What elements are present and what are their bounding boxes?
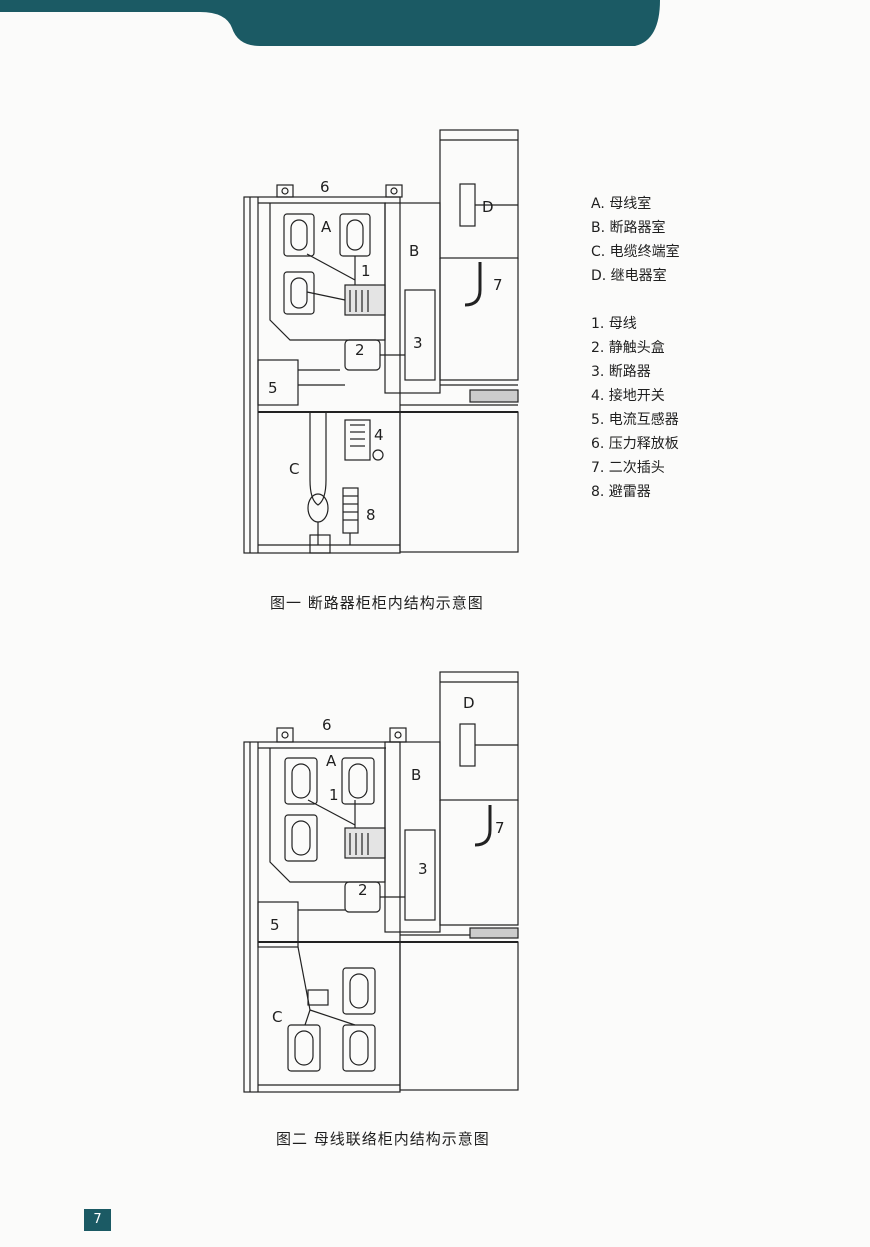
fig1-label-a: A [321, 218, 332, 236]
fig2-label-2: 2 [358, 881, 368, 899]
legend-item-4: 4. 接地开关 [591, 388, 665, 404]
legend-item-b: B. 断路器室 [591, 220, 666, 236]
fig1-label-5: 5 [268, 379, 278, 397]
legend-item-a: A. 母线室 [591, 196, 652, 212]
fig1-label-1: 1 [361, 262, 371, 280]
fig2-label-5: 5 [270, 916, 280, 934]
fig2-label-1: 1 [329, 786, 339, 804]
fig1-label-b: B [409, 242, 420, 260]
fig1-label-d: D [482, 198, 494, 216]
figure1-caption: 图一 断路器柜柜内结构示意图 [270, 594, 484, 612]
header-band [0, 0, 660, 46]
figure2-cabinet-diagram [243, 671, 519, 1093]
legend-item-1: 1. 母线 [591, 316, 637, 332]
legend-item-c: C. 电缆终端室 [591, 244, 680, 260]
fig2-label-c: C [272, 1008, 283, 1026]
fig1-label-8: 8 [366, 506, 376, 524]
legend-item-d: D. 继电器室 [591, 268, 667, 284]
fig2-label-d: D [463, 694, 475, 712]
fig2-label-6: 6 [322, 716, 332, 734]
legend-item-8: 8. 避雷器 [591, 484, 651, 500]
fig1-label-7: 7 [493, 276, 503, 294]
legend: A. 母线室 B. 断路器室 C. 电缆终端室 D. 继电器室 1. 母线 2.… [591, 192, 680, 504]
figure2-caption: 图二 母线联络柜内结构示意图 [276, 1130, 490, 1148]
legend-item-2: 2. 静触头盒 [591, 340, 665, 356]
legend-item-6: 6. 压力释放板 [591, 436, 679, 452]
fig1-label-c: C [289, 460, 300, 478]
fig1-label-4: 4 [374, 426, 384, 444]
legend-item-5: 5. 电流互感器 [591, 412, 679, 428]
legend-item-7: 7. 二次插头 [591, 460, 665, 476]
page-number: 7 [84, 1209, 111, 1231]
figure1-cabinet-diagram [243, 129, 519, 554]
fig2-label-a: A [326, 752, 337, 770]
fig2-label-b: B [411, 766, 422, 784]
legend-item-3: 3. 断路器 [591, 364, 651, 380]
fig1-label-6: 6 [320, 178, 330, 196]
fig2-label-3: 3 [418, 860, 428, 878]
fig1-label-3: 3 [413, 334, 423, 352]
fig1-label-2: 2 [355, 341, 365, 359]
fig2-label-7: 7 [495, 819, 505, 837]
